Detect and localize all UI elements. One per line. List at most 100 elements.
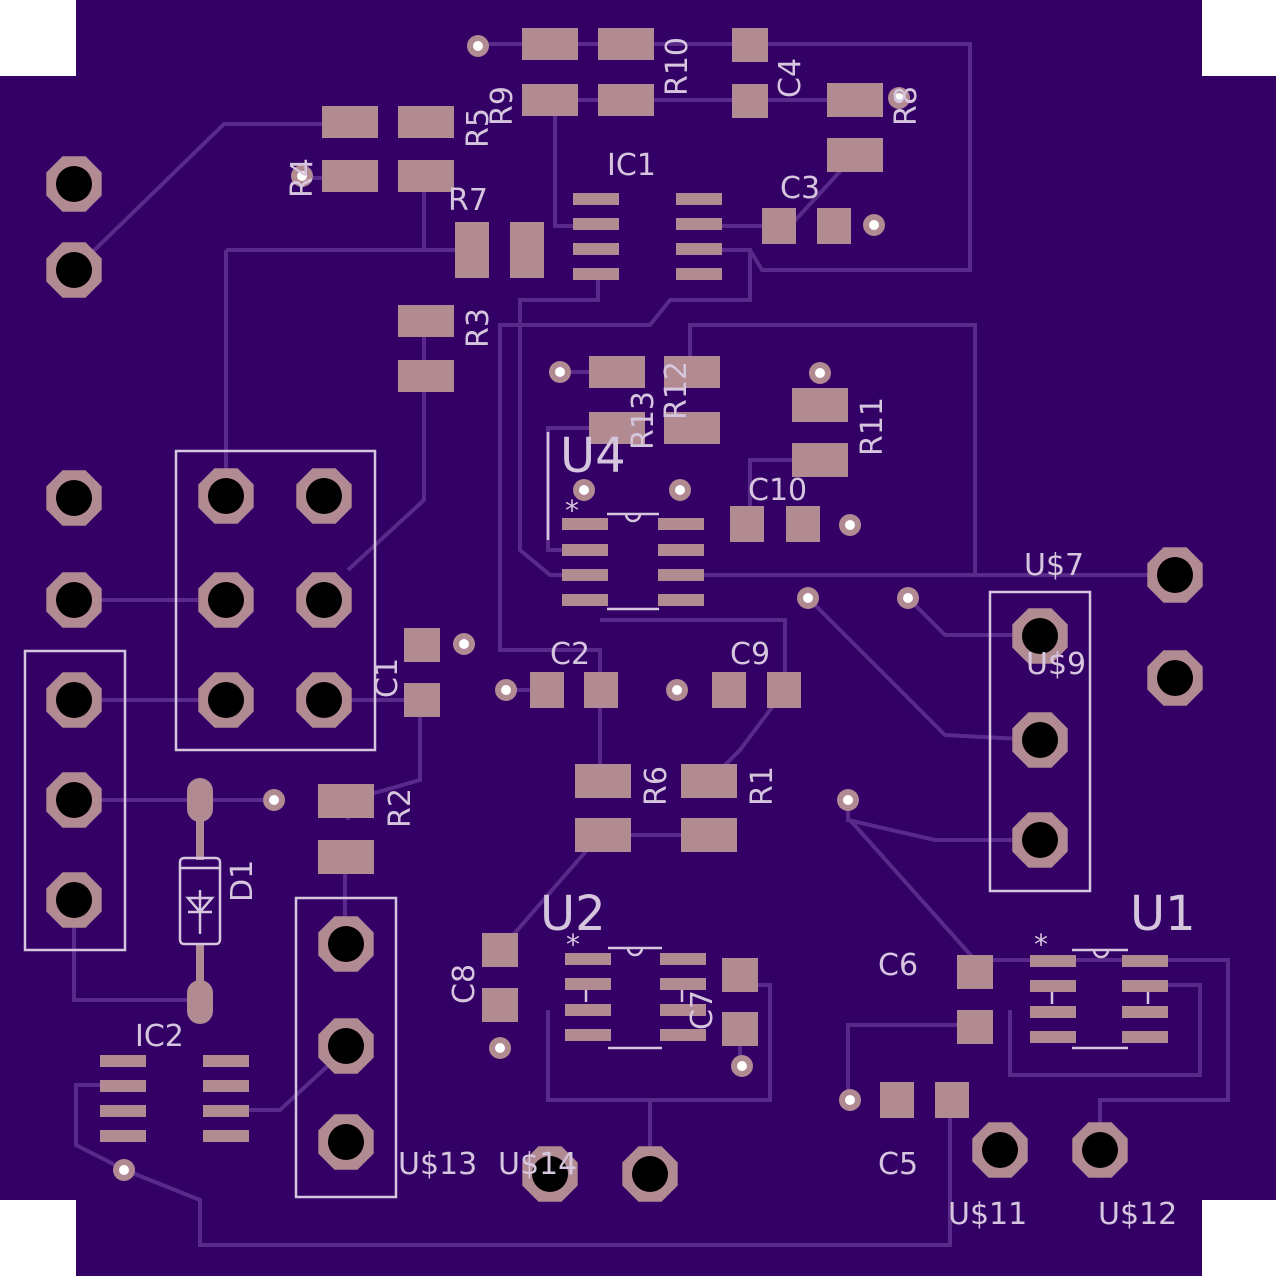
u1-pin — [1122, 980, 1168, 992]
ic1-pin — [573, 268, 619, 280]
drill-hole — [1157, 660, 1193, 696]
u2-pin — [660, 978, 706, 990]
label-c9: C9 — [730, 637, 770, 672]
label-r13: R13 — [626, 391, 661, 450]
r13-pad — [589, 356, 645, 388]
label-r5: R5 — [461, 108, 496, 148]
u4-pin — [658, 594, 704, 606]
u4-pin — [562, 594, 608, 606]
label-ic1: IC1 — [607, 148, 656, 183]
drill-hole — [208, 682, 244, 718]
r10-pad — [598, 28, 654, 60]
c2-pad — [530, 672, 564, 708]
label-c8: C8 — [447, 964, 482, 1004]
u4-pin — [562, 569, 608, 581]
r8-pad — [827, 83, 883, 117]
r1-pad — [681, 818, 737, 852]
label-r1: R1 — [745, 766, 780, 806]
ic2-pin — [100, 1055, 146, 1067]
c9-pad — [767, 672, 801, 708]
ic1-pin — [676, 218, 722, 230]
ic1-pin — [573, 243, 619, 255]
r3-pad — [398, 305, 454, 337]
drill-hole — [982, 1132, 1018, 1168]
label-r3: R3 — [461, 308, 496, 348]
drill-hole — [56, 480, 92, 516]
r10-pad — [598, 84, 654, 116]
header-u9-outline — [988, 590, 1092, 893]
r5-pad — [322, 106, 378, 138]
label-u1: U1 — [1130, 886, 1196, 942]
label-c2: C2 — [550, 637, 590, 672]
label-r11: R11 — [855, 397, 890, 456]
drill-hole — [328, 1124, 364, 1160]
c9-pad — [712, 672, 746, 708]
label-u7: U$7 — [1024, 548, 1084, 583]
r2-pad — [318, 840, 374, 874]
r6-pad — [575, 818, 631, 852]
c10-pad — [730, 506, 764, 542]
drill-hole — [306, 582, 342, 618]
u1-pin — [1030, 980, 1076, 992]
c5-pad — [880, 1082, 914, 1118]
r11-pad — [792, 443, 848, 477]
drill-hole — [56, 166, 92, 202]
r12-pad — [664, 412, 720, 444]
silkscreen-outlines — [23, 432, 1150, 1199]
r9-pad — [522, 28, 578, 60]
label-pin1-u2: * — [566, 928, 580, 961]
drill-hole — [532, 1156, 568, 1192]
drill-hole — [306, 478, 342, 514]
drill-hole — [56, 582, 92, 618]
r2-pad — [318, 784, 374, 818]
ic1-pin — [676, 268, 722, 280]
u1-pin — [1122, 1006, 1168, 1018]
label-r4: R4 — [285, 158, 320, 198]
r3-pad — [398, 360, 454, 392]
c2-pad — [584, 672, 618, 708]
c10-pad — [786, 506, 820, 542]
drill-hole — [328, 926, 364, 962]
u1-pin — [1030, 955, 1076, 967]
label-r12: R12 — [659, 361, 694, 420]
c4-pad — [732, 28, 768, 62]
ic1-pin — [676, 243, 722, 255]
u4-pin — [658, 518, 704, 530]
drill-hole — [306, 682, 342, 718]
u1-pin — [1122, 1031, 1168, 1043]
c4-pad — [732, 84, 768, 118]
label-r8: R8 — [889, 86, 924, 126]
drill-hole — [56, 782, 92, 818]
drill-hole — [1022, 618, 1058, 654]
ic2-pin — [100, 1130, 146, 1142]
ic2-pin — [203, 1055, 249, 1067]
ic2-pin — [203, 1105, 249, 1117]
drill-hole — [56, 882, 92, 918]
u2-pin — [660, 1004, 706, 1016]
c6-pad — [957, 955, 993, 989]
drill-hole — [1082, 1132, 1118, 1168]
c7-pad — [722, 958, 758, 992]
u2-pin — [565, 953, 611, 965]
u2-pin — [565, 1029, 611, 1041]
silkscreen-labels: IC1 R7 C3 U4 C10 U$7 C2 C9 U$9 U2 U1 C6 … — [135, 37, 1196, 1232]
c1-pad — [404, 683, 440, 717]
drill-hole — [1157, 557, 1193, 593]
label-c10: C10 — [748, 473, 807, 508]
label-ic2: IC2 — [135, 1019, 184, 1054]
ic2-pin — [100, 1105, 146, 1117]
c5-pad — [935, 1082, 969, 1118]
label-u12: U$12 — [1098, 1197, 1177, 1232]
r4-pad — [398, 160, 454, 192]
d1-pad — [187, 778, 213, 822]
c7-pad — [722, 1012, 758, 1046]
r7-pad — [455, 222, 489, 278]
drill-hole — [328, 1028, 364, 1064]
r12-pad — [664, 356, 720, 388]
d1-pad — [187, 980, 213, 1024]
label-u11: U$11 — [948, 1197, 1027, 1232]
c3-pad — [762, 208, 796, 244]
r13-pad — [589, 412, 645, 444]
